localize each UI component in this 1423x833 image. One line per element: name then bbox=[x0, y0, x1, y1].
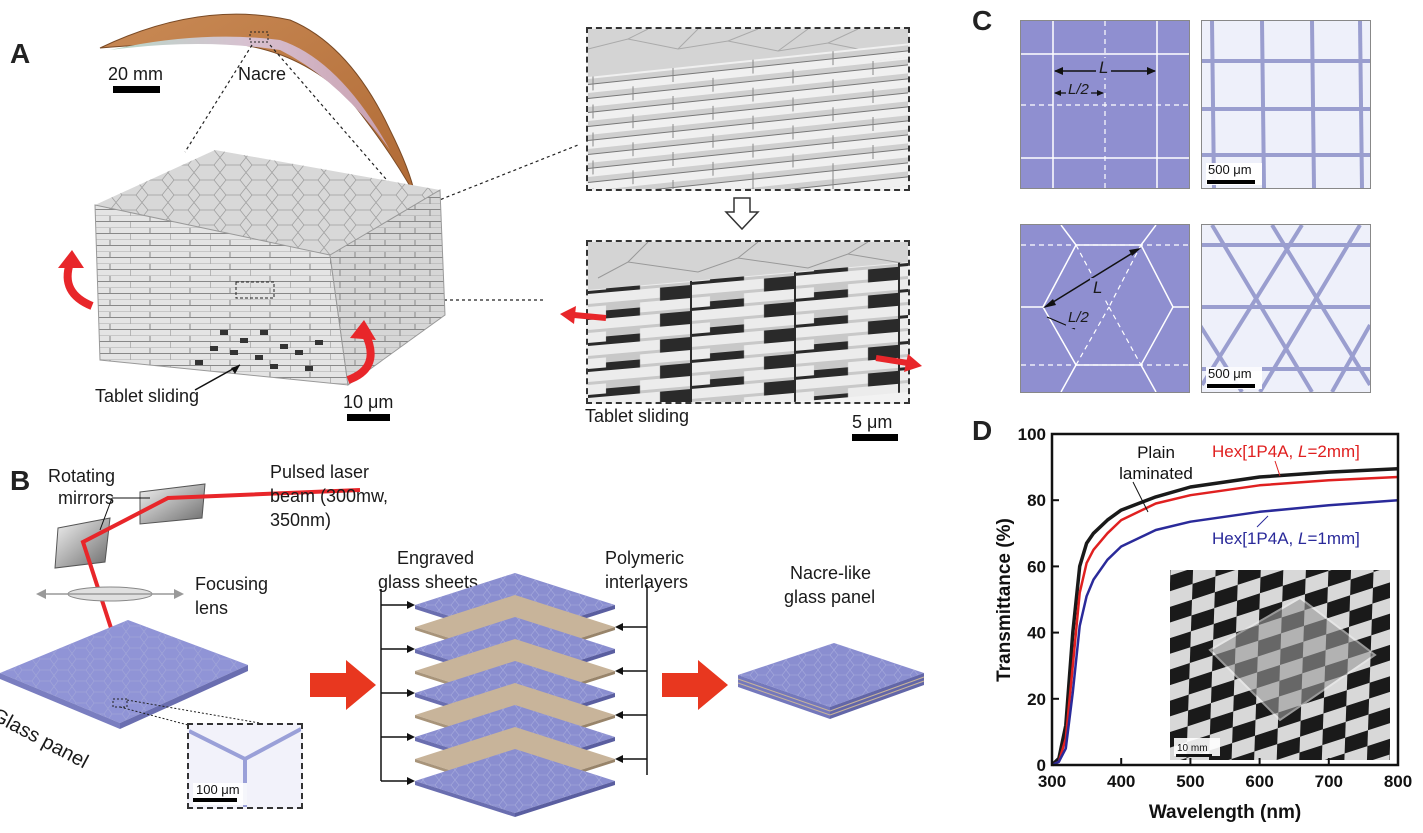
hex-pattern-micrograph bbox=[1201, 224, 1371, 393]
nacre-zoom-sliding bbox=[586, 240, 910, 404]
series-line-2 bbox=[1051, 475, 1399, 767]
tablet-sliding-label-zoom: Tablet sliding bbox=[585, 406, 690, 426]
scale-label-block: 10 μm bbox=[343, 392, 394, 412]
nacre-zoom-intact bbox=[586, 27, 910, 191]
y-tick-label: 40 bbox=[1027, 624, 1046, 643]
annotation-hex1-suffix: =1mm] bbox=[1307, 529, 1359, 548]
x-tick-label: 500 bbox=[1176, 772, 1204, 791]
scale-bar-inset bbox=[193, 798, 237, 802]
x-tick-label: 300 bbox=[1038, 772, 1066, 791]
layer-stack-illustration bbox=[380, 573, 648, 817]
rotation-arrow-right bbox=[346, 320, 376, 384]
y-tick-label: 60 bbox=[1027, 557, 1046, 576]
hex-L-label: L bbox=[1090, 278, 1106, 298]
x-tick-label: 400 bbox=[1107, 772, 1135, 791]
transition-arrow-down bbox=[724, 197, 760, 231]
nacre-like-label-1: Nacre-like bbox=[790, 563, 872, 583]
hex-pattern-schematic bbox=[1020, 224, 1190, 393]
square-L-half-label: L/2 bbox=[1066, 80, 1091, 100]
nacre-like-panel-illustration bbox=[738, 643, 925, 719]
annotation-plain-1: Plain bbox=[1137, 443, 1175, 462]
engraved-label-1: Engraved bbox=[397, 548, 475, 568]
annotation-hex2-suffix: =2mm] bbox=[1307, 442, 1359, 461]
panel-label-a: A bbox=[10, 38, 31, 69]
focusing-lens-label-2: lens bbox=[195, 598, 229, 618]
scale-bar-c-bottom bbox=[1207, 384, 1255, 388]
pulsed-laser-label-1: Pulsed laser bbox=[270, 462, 370, 482]
annotation-hex2-pointer bbox=[1274, 460, 1281, 477]
annotation-plain-pointer bbox=[1132, 481, 1149, 513]
series-line-3 bbox=[1051, 498, 1399, 767]
scale-label-c-top: 500 μm bbox=[1208, 162, 1252, 177]
scale-label-shell: 20 mm bbox=[108, 64, 164, 84]
scale-bar-zoom bbox=[852, 434, 898, 441]
tablet-sliding-label-a: Tablet sliding bbox=[95, 386, 200, 406]
chessboard-inset-photo: 10 mm bbox=[1170, 570, 1390, 760]
scale-bar-shell bbox=[113, 86, 160, 93]
y-tick-label: 100 bbox=[1018, 425, 1046, 444]
y-tick-label: 80 bbox=[1027, 491, 1046, 510]
scale-label-zoom: 5 μm bbox=[852, 412, 893, 432]
nacre-brick-block bbox=[94, 150, 446, 386]
annotation-hex2: Hex[1P4A, L=2mm] bbox=[1212, 442, 1360, 461]
y-axis-label: Transmittance (%) bbox=[994, 518, 1015, 682]
panel-label-b: B bbox=[10, 465, 31, 496]
annotation-hex1: Hex[1P4A, L=1mm] bbox=[1212, 529, 1360, 548]
scale-bar-block bbox=[347, 414, 390, 421]
square-pattern-schematic bbox=[1020, 20, 1190, 189]
x-tick-label: 800 bbox=[1384, 772, 1412, 791]
panel-label-c: C bbox=[972, 5, 993, 36]
transmittance-chart: 10 mm 300 400 500 600 700 800 0 20 40 60 80 100 Wav… bbox=[994, 425, 1412, 823]
square-pattern-micrograph bbox=[1201, 20, 1371, 189]
y-tick-label: 0 bbox=[1037, 756, 1046, 775]
hex-L-half-label: L/2 bbox=[1066, 308, 1091, 328]
polymeric-label-2: interlayers bbox=[605, 572, 689, 592]
square-L-label: L bbox=[1096, 58, 1112, 78]
process-arrow-1 bbox=[310, 660, 376, 710]
scale-bar-c-top bbox=[1207, 180, 1255, 184]
annotation-hex1-prefix: Hex[1P4A, bbox=[1212, 529, 1298, 548]
annotation-hex1-L: L bbox=[1298, 529, 1307, 548]
laser-setup-illustration bbox=[36, 483, 361, 669]
process-arrow-2 bbox=[662, 660, 728, 710]
rotating-mirrors-label-1: Rotating bbox=[48, 466, 116, 486]
scale-label-inset: 100 μm bbox=[196, 782, 240, 797]
annotation-hex1-pointer bbox=[1256, 515, 1269, 528]
annotation-hex2-L: L bbox=[1298, 442, 1307, 461]
rotating-mirrors-label-2: mirrors bbox=[58, 488, 114, 508]
polymeric-label-1: Polymeric bbox=[605, 548, 685, 568]
glass-panel-illustration bbox=[0, 620, 260, 729]
panel-label-d: D bbox=[972, 415, 993, 446]
inset-scale-label: 10 mm bbox=[1177, 743, 1208, 754]
nacre-label: Nacre bbox=[238, 64, 287, 84]
x-tick-label: 700 bbox=[1315, 772, 1343, 791]
plot-frame bbox=[1050, 432, 1400, 767]
sliding-arrow-left bbox=[560, 306, 607, 324]
rotation-arrow-left bbox=[58, 250, 94, 310]
scale-label-c-bottom: 500 μm bbox=[1208, 366, 1252, 381]
annotation-hex2-prefix: Hex[1P4A, bbox=[1212, 442, 1298, 461]
pulsed-laser-label-3: 350nm) bbox=[270, 510, 332, 530]
nacre-like-label-2: glass panel bbox=[784, 587, 876, 607]
annotation-plain-2: laminated bbox=[1119, 464, 1193, 483]
engraved-label-2: glass sheets bbox=[378, 572, 479, 592]
focusing-lens-label-1: Focusing bbox=[195, 574, 269, 594]
inset-scale-bar bbox=[1176, 754, 1212, 757]
x-tick-label: 600 bbox=[1245, 772, 1273, 791]
sliding-arrow-right bbox=[875, 354, 922, 372]
x-axis-label: Wavelength (nm) bbox=[1149, 802, 1301, 823]
tablet-sliding-pointer bbox=[194, 364, 241, 391]
series-line-1 bbox=[1050, 467, 1399, 767]
y-tick-label: 20 bbox=[1027, 690, 1046, 709]
pulsed-laser-label-2: beam (300mw, bbox=[270, 486, 389, 506]
